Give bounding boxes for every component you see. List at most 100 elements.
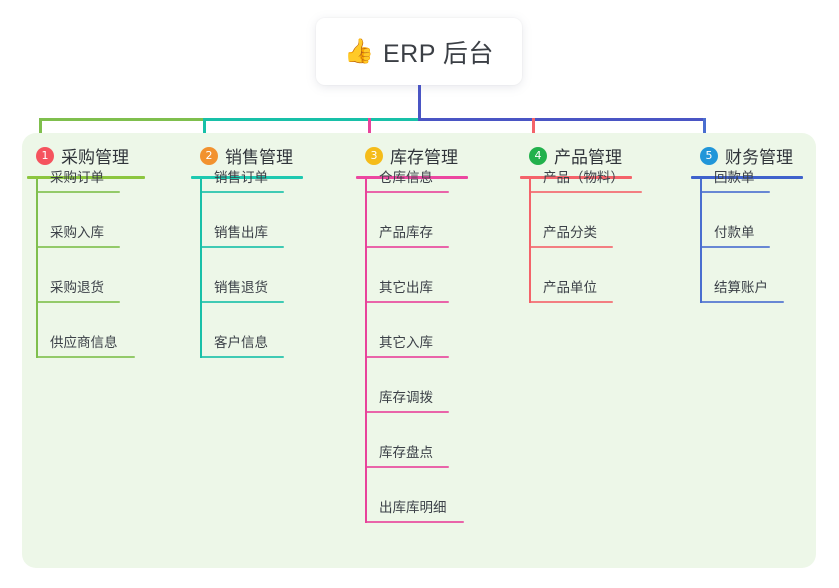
leaf-item[interactable]: 其它出库	[365, 263, 449, 303]
branch-spine-2	[200, 179, 202, 358]
leaf-item-label: 销售退货	[214, 280, 268, 295]
leaf-item[interactable]: 其它入库	[365, 318, 449, 358]
branch-badge-4: 4	[529, 146, 547, 165]
branches-panel: 1 采购管理采购订单采购入库采购退货供应商信息 2 销售管理销售订单销售出库销售退货客…	[22, 133, 816, 568]
leaf-item-underline	[365, 191, 449, 193]
leaf-item-label: 其它入库	[379, 335, 433, 350]
branch-title-5: 财务管理	[725, 148, 793, 167]
leaf-item-label: 产品库存	[379, 225, 433, 240]
branch-header-5[interactable]: 5 财务管理	[700, 143, 793, 168]
branch-badge-5: 5	[700, 146, 718, 165]
leaf-item-label: 客户信息	[214, 335, 268, 350]
leaf-item-label: 供应商信息	[50, 335, 118, 350]
branch-underline-1	[27, 176, 145, 179]
root-node-title: ERP 后台	[382, 39, 494, 68]
leaf-item-underline	[365, 521, 464, 523]
leaf-item-underline	[365, 301, 449, 303]
branch-badge-1: 1	[36, 146, 54, 165]
branch-underline-2	[191, 176, 303, 179]
connector-root-stem	[418, 85, 421, 121]
branch-title-4: 产品管理	[554, 148, 622, 167]
leaf-item[interactable]: 销售出库	[200, 208, 284, 248]
branch-header-3[interactable]: 3 库存管理	[365, 143, 458, 168]
leaf-item-underline	[36, 246, 120, 248]
leaf-item-label: 采购订单	[50, 170, 104, 185]
root-node-card[interactable]: 👍 ERP 后台	[316, 18, 522, 85]
leaf-item-underline	[36, 191, 120, 193]
leaf-item-label: 产品分类	[543, 225, 597, 240]
leaf-item[interactable]: 销售订单	[200, 153, 284, 193]
branch-spine-4	[529, 179, 531, 303]
branch-title-1: 采购管理	[61, 148, 129, 167]
branch-header-2[interactable]: 2 销售管理	[200, 143, 293, 168]
thumbs-up-icon: 👍	[344, 37, 374, 65]
leaf-item-underline	[700, 246, 770, 248]
connector-drop-2	[203, 118, 206, 145]
branch-underline-4	[520, 176, 632, 179]
leaf-item[interactable]: 销售退货	[200, 263, 284, 303]
connector-bar-mid	[203, 118, 421, 121]
leaf-item-underline	[365, 356, 449, 358]
branch-header-1[interactable]: 1 采购管理	[36, 143, 129, 168]
branch-header-4[interactable]: 4 产品管理	[529, 143, 622, 168]
leaf-item-label: 付款单	[714, 225, 755, 240]
branch-title-2: 销售管理	[225, 148, 293, 167]
leaf-item-underline	[529, 246, 613, 248]
leaf-item-label: 采购入库	[50, 225, 104, 240]
leaf-item[interactable]: 采购退货	[36, 263, 120, 303]
leaf-item[interactable]: 客户信息	[200, 318, 284, 358]
leaf-item-underline	[200, 301, 284, 303]
leaf-item[interactable]: 出库库明细	[365, 483, 464, 523]
connector-bar-left	[39, 118, 203, 121]
leaf-item-label: 产品单位	[543, 280, 597, 295]
connector-drop-4	[532, 118, 535, 145]
leaf-item[interactable]: 付款单	[700, 208, 770, 248]
leaf-item[interactable]: 库存调拨	[365, 373, 449, 413]
connector-drop-1	[39, 118, 42, 145]
leaf-item[interactable]: 回款单	[700, 153, 770, 193]
leaf-item[interactable]: 采购入库	[36, 208, 120, 248]
leaf-item-underline	[200, 356, 284, 358]
leaf-item-label: 采购退货	[50, 280, 104, 295]
leaf-item[interactable]: 产品（物料）	[529, 153, 642, 193]
branch-underline-5	[691, 176, 803, 179]
leaf-item[interactable]: 库存盘点	[365, 428, 449, 468]
leaf-item-underline	[700, 301, 784, 303]
leaf-item-underline	[529, 191, 642, 193]
branch-spine-1	[36, 179, 38, 358]
connector-bar-right	[418, 118, 706, 121]
leaf-item-label: 产品（物料）	[543, 170, 624, 185]
leaf-item-underline	[700, 191, 770, 193]
branch-spine-5	[700, 179, 702, 303]
leaf-item-label: 销售出库	[214, 225, 268, 240]
leaf-item-label: 回款单	[714, 170, 755, 185]
branch-underline-3	[356, 176, 468, 179]
leaf-item-label: 销售订单	[214, 170, 268, 185]
leaf-item-label: 其它出库	[379, 280, 433, 295]
leaf-item-label: 库存调拨	[379, 390, 433, 405]
branch-badge-2: 2	[200, 146, 218, 165]
root-node-content: 👍 ERP 后台	[344, 34, 494, 70]
leaf-item[interactable]: 采购订单	[36, 153, 120, 193]
leaf-item-underline	[365, 466, 449, 468]
leaf-item-underline	[529, 301, 613, 303]
leaf-item[interactable]: 产品单位	[529, 263, 613, 303]
leaf-item[interactable]: 产品分类	[529, 208, 613, 248]
branch-spine-3	[365, 179, 367, 523]
leaf-item[interactable]: 供应商信息	[36, 318, 135, 358]
connector-drop-3	[368, 118, 371, 145]
leaf-item-underline	[365, 411, 449, 413]
leaf-item-label: 库存盘点	[379, 445, 433, 460]
connector-drop-5	[703, 118, 706, 145]
branch-badge-3: 3	[365, 146, 383, 165]
leaf-item-underline	[36, 301, 120, 303]
leaf-item-underline	[365, 246, 449, 248]
leaf-item-label: 出库库明细	[379, 500, 447, 515]
leaf-item[interactable]: 产品库存	[365, 208, 449, 248]
branch-title-3: 库存管理	[390, 148, 458, 167]
leaf-item-label: 仓库信息	[379, 170, 433, 185]
leaf-item[interactable]: 仓库信息	[365, 153, 449, 193]
leaf-item-underline	[36, 356, 135, 358]
leaf-item[interactable]: 结算账户	[700, 263, 784, 303]
